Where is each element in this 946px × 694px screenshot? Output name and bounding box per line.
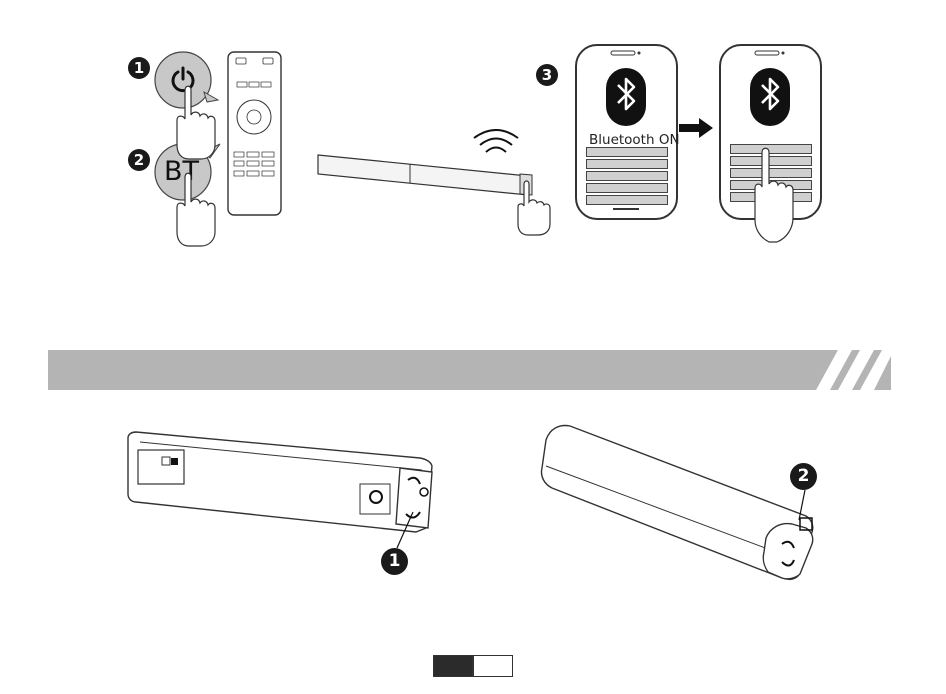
callout-2: 2 [790, 463, 817, 490]
list-item [586, 147, 668, 157]
page-indicator-dark [433, 655, 473, 677]
banner-stripes [816, 350, 896, 390]
hand-icon [753, 148, 797, 244]
wireless-signal-icon [471, 128, 521, 164]
phone-speaker [755, 50, 785, 56]
list-item [586, 183, 668, 193]
step-3-number: 3 [536, 64, 558, 86]
section-header-bar [48, 350, 891, 390]
callout-1: 1 [381, 548, 408, 575]
phone-speaker [611, 50, 641, 56]
home-indicator [613, 208, 639, 210]
list-item [586, 195, 668, 205]
hand-icon [175, 172, 225, 247]
phone-left: Bluetooth ON [575, 44, 678, 220]
device-list [586, 147, 668, 205]
soundbar-end-view [536, 420, 826, 580]
list-item [586, 171, 668, 181]
hand-icon [175, 85, 225, 160]
list-item [586, 159, 668, 169]
hand-icon [516, 180, 556, 236]
bluetooth-icon [606, 68, 646, 128]
page-indicator-light [473, 655, 513, 677]
bluetooth-icon [750, 68, 790, 128]
step-2-number: 2 [128, 149, 150, 171]
step-1-number: 1 [128, 57, 150, 79]
callout-leader-line [393, 510, 423, 550]
remote-control [227, 51, 283, 217]
callout-leader-line [795, 488, 825, 528]
bluetooth-status-text: Bluetooth ON [589, 132, 680, 148]
arrow-right-icon [679, 118, 715, 138]
